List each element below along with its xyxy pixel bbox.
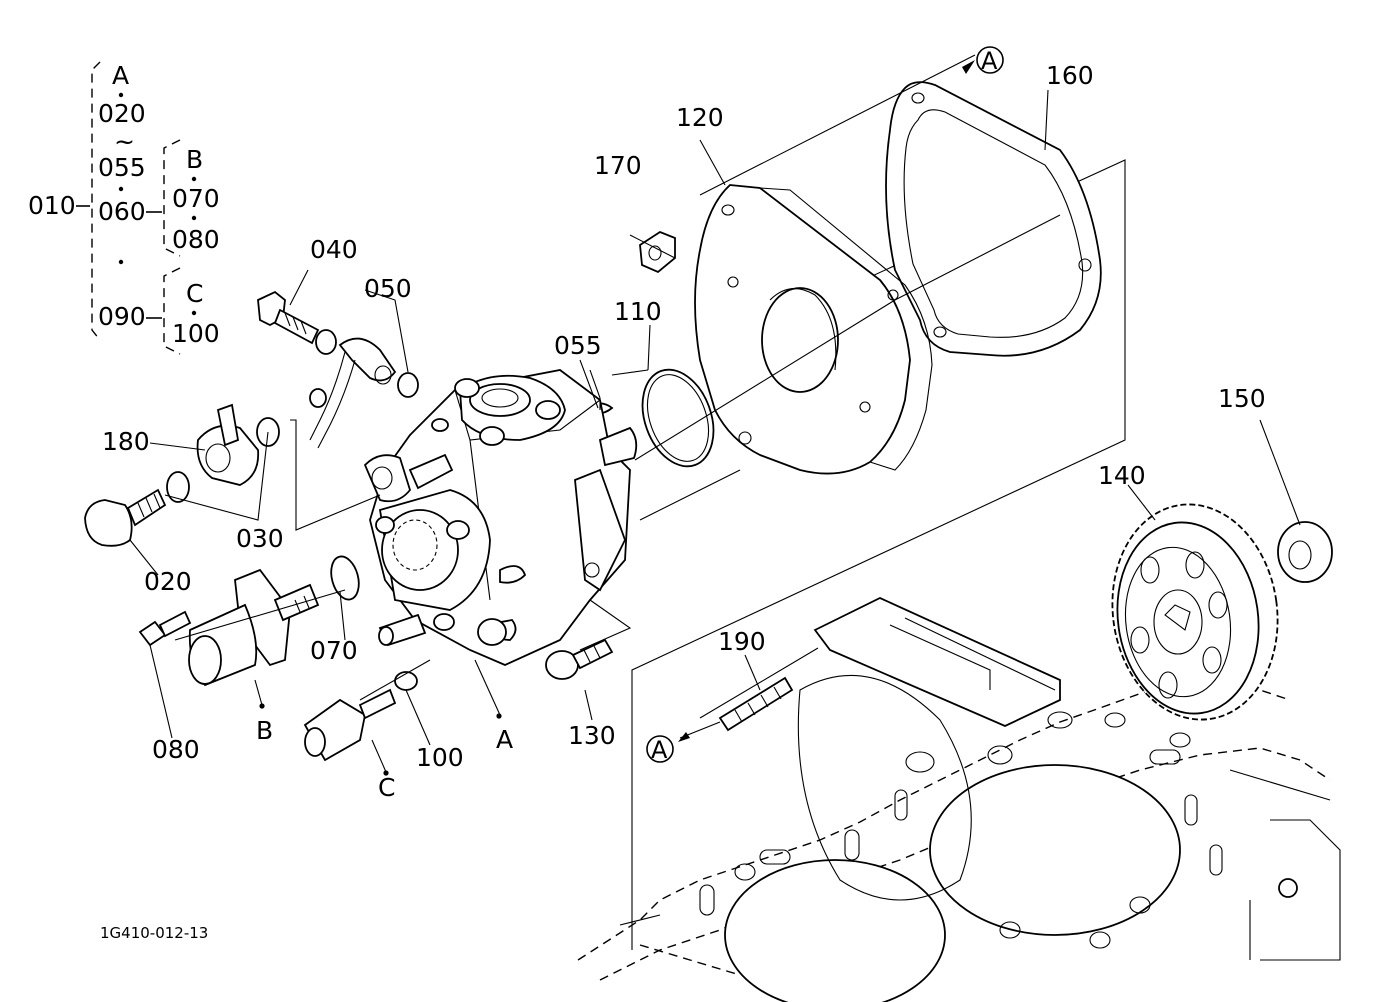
callout-055: 055 xyxy=(554,331,602,360)
engine-block xyxy=(577,159,1341,1002)
bracket-item-090: 090 xyxy=(98,302,146,331)
callout-150: 150 xyxy=(1218,384,1266,413)
callout-030: 030 xyxy=(236,524,284,553)
leader-lines xyxy=(129,54,1301,773)
callout-110: 110 xyxy=(614,297,662,326)
bracket-item-tilde: ~ xyxy=(114,127,135,156)
group-b-item-070: 070 xyxy=(172,184,220,213)
callout-040: 040 xyxy=(310,235,358,264)
bracket-item-060: 060 xyxy=(98,197,146,226)
callout-170: 170 xyxy=(594,151,642,180)
bracket-item-a: A xyxy=(112,61,129,90)
temperature-sensor xyxy=(303,671,418,762)
group-c-item-100: 100 xyxy=(172,319,220,348)
callout-070: 070 xyxy=(310,636,358,665)
bracket-main-label: 010 xyxy=(28,191,76,220)
flange-plate-120 xyxy=(694,184,933,475)
svg-text:A: A xyxy=(981,47,998,75)
supply-pipe xyxy=(257,290,419,449)
diagram-code: 1G410-012-13 xyxy=(100,924,208,942)
callout-190: 190 xyxy=(718,627,766,656)
assembly-bracket: 010 A 020 ~ 055 060 090 B 070 080 C 100 xyxy=(28,61,220,355)
bolt-130 xyxy=(545,638,614,680)
callout-120: 120 xyxy=(676,103,724,132)
bracket-item-020: 020 xyxy=(98,99,146,128)
gasket-160 xyxy=(885,81,1102,357)
group-b-item-080: 080 xyxy=(172,225,220,254)
bracket-item-055: 055 xyxy=(98,153,146,182)
label-b: B xyxy=(256,716,273,745)
group-b-letter: B xyxy=(186,145,203,174)
suction-control-valve xyxy=(188,555,360,687)
o-ring-110 xyxy=(641,368,715,468)
callout-130: 130 xyxy=(568,721,616,750)
ref-marker-bottom: A xyxy=(646,732,690,764)
plug-bolt-020 xyxy=(84,488,167,547)
screw-080 xyxy=(138,610,192,647)
gear-140 xyxy=(1111,503,1279,721)
callouts: 160 120 170 040 050 110 055 150 180 140 … xyxy=(102,61,1266,802)
callout-180: 180 xyxy=(102,427,150,456)
injection-pump xyxy=(363,369,638,666)
callout-100: 100 xyxy=(416,743,464,772)
nut-170 xyxy=(639,230,676,274)
svg-text:A: A xyxy=(651,736,668,764)
label-c: C xyxy=(378,773,395,802)
group-c-letter: C xyxy=(186,279,203,308)
callout-160: 160 xyxy=(1046,61,1094,90)
callout-080: 080 xyxy=(152,735,200,764)
callout-140: 140 xyxy=(1098,461,1146,490)
nut-150 xyxy=(1277,521,1333,583)
callout-020: 020 xyxy=(144,567,192,596)
ref-marker-top: A xyxy=(962,46,1004,75)
callout-050: 050 xyxy=(364,274,412,303)
stud-190 xyxy=(718,676,794,732)
label-a: A xyxy=(496,725,513,754)
